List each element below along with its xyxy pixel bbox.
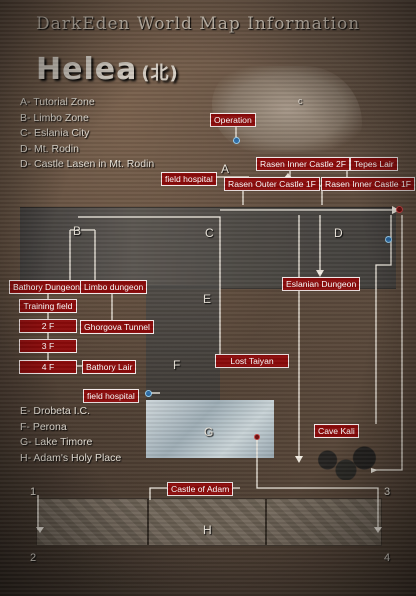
holy-divider	[147, 499, 149, 545]
legend-item: C- Eslania City	[20, 127, 90, 139]
corner-number-2: 2	[30, 552, 37, 564]
corner-number-1: 1	[30, 486, 37, 498]
corner-number-3: 3	[384, 486, 391, 498]
region-hanja: (北)	[141, 63, 179, 84]
label-bathory-lair[interactable]: Bathory Lair	[82, 360, 137, 374]
label-rasen-inner-1f[interactable]: Rasen Inner Castle 1F	[321, 177, 415, 191]
label-limbo-dungeon[interactable]: Limbo dungeon	[80, 280, 148, 294]
zone-legend-bottom: E- Drobeta I.C. F- Perona G- Lake Timore…	[20, 404, 121, 466]
label-castle-of-adam[interactable]: Castle of Adam	[167, 482, 234, 496]
limbo-rodin-band	[20, 207, 396, 289]
label-field-hospital-top[interactable]: field hospital	[161, 172, 217, 186]
label-floor-3f[interactable]: 3 F	[19, 339, 77, 353]
label-cave-kali[interactable]: Cave Kali	[314, 424, 359, 438]
zone-letter-g: G	[204, 425, 214, 439]
zone-letter-a: A	[221, 162, 230, 176]
legend-item: B- Limbo Zone	[20, 111, 89, 124]
castle-of-adam-marker[interactable]	[254, 434, 260, 440]
label-bathory-dungeon[interactable]: Bathory Dungeon	[9, 280, 84, 294]
legend-item: D- Mt. Rodin	[20, 142, 79, 155]
legend-item: H- Adam's Holy Place	[20, 451, 122, 464]
zone-legend-top: A- Tutorial Zone B- Limbo Zone C- Eslani…	[20, 95, 154, 173]
drobeta-perona-area	[146, 285, 220, 405]
zone-letter-d: D	[334, 226, 343, 240]
label-lost-taiyan[interactable]: Lost Taiyan	[215, 354, 289, 368]
label-eslanian-dungeon[interactable]: Eslanian Dungeon	[282, 277, 361, 291]
label-floor-4f[interactable]: 4 F	[19, 360, 77, 374]
legend-item: D- Castle Lasen in Mt. Rodin	[20, 158, 155, 170]
zone-letter-e: E	[203, 292, 212, 306]
label-training-field[interactable]: Training field	[19, 299, 77, 313]
label-rasen-outer-1f[interactable]: Rasen Outer Castle 1F	[224, 177, 320, 191]
portal-field-hospital[interactable]	[145, 390, 152, 397]
corner-number-4: 4	[384, 552, 391, 564]
legend-item: E- Drobeta I.C.	[20, 405, 91, 417]
portal-rodin[interactable]	[385, 236, 392, 243]
label-rasen-inner-2f[interactable]: Rasen Inner Castle 2F	[256, 157, 350, 171]
legend-item: F- Perona	[20, 420, 67, 433]
label-ghorgova-tunnel[interactable]: Ghorgova Tunnel	[80, 320, 154, 334]
region-name-text: Helea	[36, 52, 138, 87]
adams-holy-place-area	[36, 498, 382, 546]
region-name: Helea(北)	[36, 52, 179, 87]
portal-operation[interactable]	[233, 137, 240, 144]
legend-item: A- Tutorial Zone	[20, 96, 95, 108]
label-operation[interactable]: Operation	[210, 113, 256, 127]
zone-letter-h: H	[203, 523, 212, 537]
rasen-castle-marker[interactable]	[396, 206, 403, 213]
zone-letter-b: B	[73, 224, 82, 238]
label-field-hospital-mid[interactable]: field hospital	[83, 389, 139, 403]
zone-letter-c-city: c	[298, 96, 303, 106]
label-tepes-lair[interactable]: Tepes Lair	[350, 157, 398, 171]
cave-kali-rocks	[300, 440, 392, 480]
zone-letter-c: C	[205, 226, 214, 240]
lake-timore-area	[146, 400, 274, 458]
holy-divider	[265, 499, 267, 545]
legend-item: G- Lake Timore	[20, 436, 93, 448]
map-title: DarkEden World Map Information	[36, 14, 361, 34]
label-floor-2f[interactable]: 2 F	[19, 319, 77, 333]
zone-letter-f: F	[173, 358, 181, 372]
